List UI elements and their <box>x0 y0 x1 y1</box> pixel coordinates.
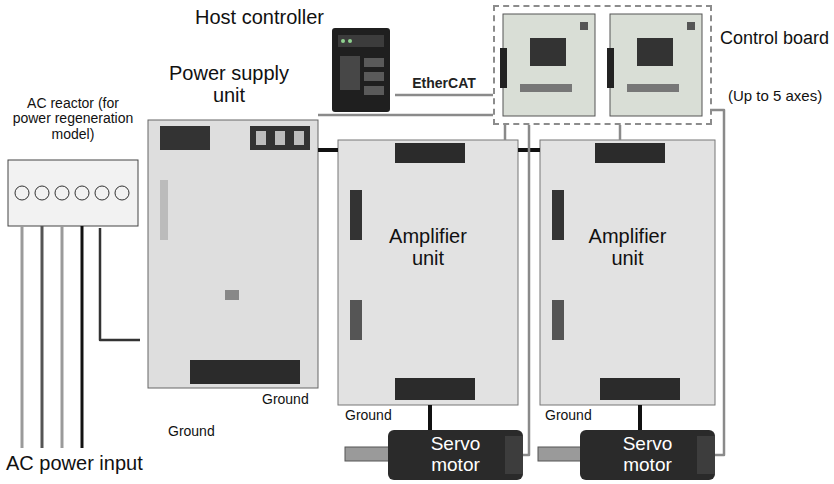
servo-motor-body <box>538 430 715 480</box>
cable-connector <box>712 110 724 455</box>
controller-port <box>340 56 360 90</box>
unit-label: Amplifier unit <box>573 225 683 269</box>
input-wire <box>41 226 44 448</box>
amplifier-body <box>338 140 518 405</box>
unit-label: AC reactor (for power regeneration model… <box>9 96 137 142</box>
status-led <box>341 39 345 43</box>
cable-connector <box>523 125 529 455</box>
unit-label: Servo motor <box>414 434 498 476</box>
terminal-block <box>250 126 310 150</box>
board-connector <box>500 48 507 88</box>
unit-housing <box>148 120 318 388</box>
unit-box: Servo motor <box>388 430 523 480</box>
unit-connector <box>350 300 362 340</box>
board-part <box>687 22 695 30</box>
ac-reactor-body <box>8 160 138 226</box>
unit-box: Amplifier unit <box>338 140 518 405</box>
status-led <box>348 39 352 43</box>
terminal <box>275 131 285 145</box>
reactor-terminal <box>55 186 69 200</box>
motor-housing <box>388 430 523 480</box>
unit-label: Power supply unit <box>154 62 304 106</box>
terminal-block <box>595 143 665 163</box>
board-connector <box>607 48 614 88</box>
input-wire <box>81 226 84 448</box>
callout-label: Ground <box>168 424 215 439</box>
unit-switch <box>225 290 239 300</box>
unit-box: Power supply unit <box>140 62 318 388</box>
amplifier-body <box>540 140 715 405</box>
motor-shaft <box>538 447 582 461</box>
terminal-block <box>395 143 465 163</box>
motor-encoder <box>697 436 715 474</box>
cable-connector <box>619 125 622 140</box>
reactor-terminal <box>115 186 129 200</box>
terminal-block <box>600 378 680 400</box>
input-wire <box>21 226 24 448</box>
callout-label: AC power input <box>6 452 143 474</box>
controller-body <box>332 28 390 112</box>
input-wire <box>61 226 64 448</box>
reactor-terminal <box>75 186 89 200</box>
control-boards <box>500 14 702 116</box>
unit-box: Amplifier unit <box>540 140 715 405</box>
unit-display <box>552 190 564 240</box>
reactor-housing <box>8 160 138 226</box>
cable-connector <box>504 125 507 140</box>
circuit-board <box>503 14 595 116</box>
dashed-group-box: Control board <box>493 5 712 125</box>
cable-connector <box>428 405 432 430</box>
board-connector <box>627 84 679 92</box>
controller-device <box>332 28 390 112</box>
controller-panel <box>338 35 384 47</box>
unit-display <box>350 190 362 240</box>
power-supply-body <box>148 120 318 388</box>
reactor-terminal <box>35 186 49 200</box>
controller-port <box>364 72 384 81</box>
unit-housing <box>540 140 715 405</box>
terminal-block <box>395 378 475 400</box>
cable-connector <box>100 228 140 340</box>
cable-connector <box>318 114 493 117</box>
unit-box: Servo motor <box>580 430 715 480</box>
chip <box>530 38 566 66</box>
board-connector <box>520 84 572 92</box>
motor-housing <box>580 430 715 480</box>
unit-label: Control board <box>720 29 829 49</box>
chip <box>637 38 673 66</box>
edge-label: EtherCAT <box>409 76 479 91</box>
terminal-block <box>160 126 210 150</box>
servo-motor-body <box>345 430 523 480</box>
callout-label: Ground <box>545 408 592 423</box>
callout-label: (Up to 5 axes) <box>728 88 822 105</box>
callout-label: Ground <box>345 408 392 423</box>
cable-connector <box>395 94 493 97</box>
board-part <box>580 22 588 30</box>
controller-port <box>364 86 384 95</box>
motor-encoder <box>505 436 523 474</box>
unit-connector <box>552 300 564 340</box>
callout-label: Ground <box>262 392 309 407</box>
cable-connector <box>638 405 642 430</box>
reactor-terminal <box>95 186 109 200</box>
unit-label: Host controller <box>195 6 324 28</box>
unit-label: Servo motor <box>606 434 690 476</box>
terminal <box>294 131 304 145</box>
cable-connector <box>318 148 338 152</box>
controller-port <box>364 58 384 67</box>
circuit-board <box>610 14 702 116</box>
terminal <box>256 131 266 145</box>
ac-input-wires <box>22 226 82 448</box>
reactor-terminal <box>15 186 29 200</box>
unit-vent <box>160 180 168 240</box>
terminal-block <box>190 360 300 384</box>
unit-label: Amplifier unit <box>373 225 483 269</box>
unit-housing <box>338 140 518 405</box>
unit-box: AC reactor (for power regeneration model… <box>4 96 142 228</box>
motor-shaft <box>345 447 389 461</box>
